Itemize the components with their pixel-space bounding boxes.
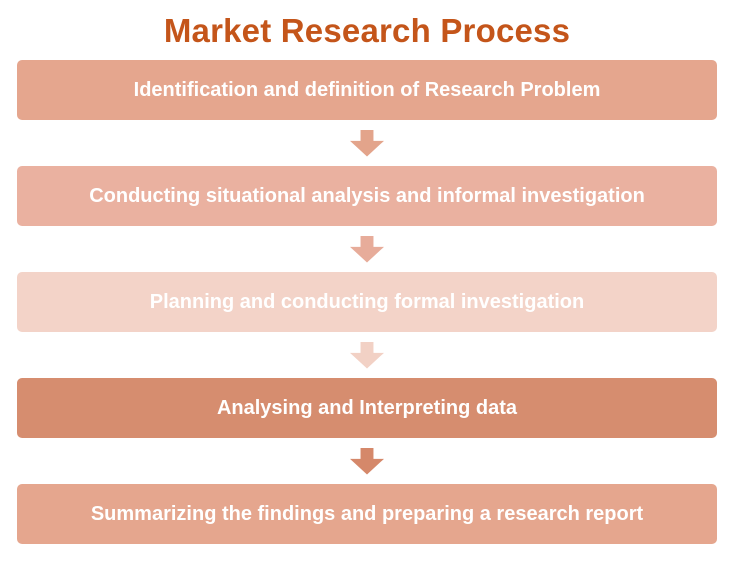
arrow-row-4 [0,438,734,484]
process-step-1: Identification and definition of Researc… [17,60,717,120]
process-step-4: Analysing and Interpreting data [17,378,717,438]
down-arrow-icon [350,129,384,157]
page-title: Market Research Process [163,12,571,49]
process-step-3-label: Planning and conducting formal investiga… [149,290,585,313]
process-step-1-label: Identification and definition of Researc… [133,78,601,101]
process-step-3: Planning and conducting formal investiga… [17,272,717,332]
process-step-2: Conducting situational analysis and info… [17,166,717,226]
arrow-row-2 [0,226,734,272]
arrow-row-1 [0,120,734,166]
process-step-5-label: Summarizing the findings and preparing a… [90,502,644,525]
process-step-5: Summarizing the findings and preparing a… [17,484,717,544]
down-arrow-icon [350,341,384,369]
arrow-row-3 [0,332,734,378]
down-arrow-icon [350,235,384,263]
down-arrow-icon [350,447,384,475]
process-step-2-label: Conducting situational analysis and info… [89,184,645,207]
process-step-4-label: Analysing and Interpreting data [216,396,518,419]
